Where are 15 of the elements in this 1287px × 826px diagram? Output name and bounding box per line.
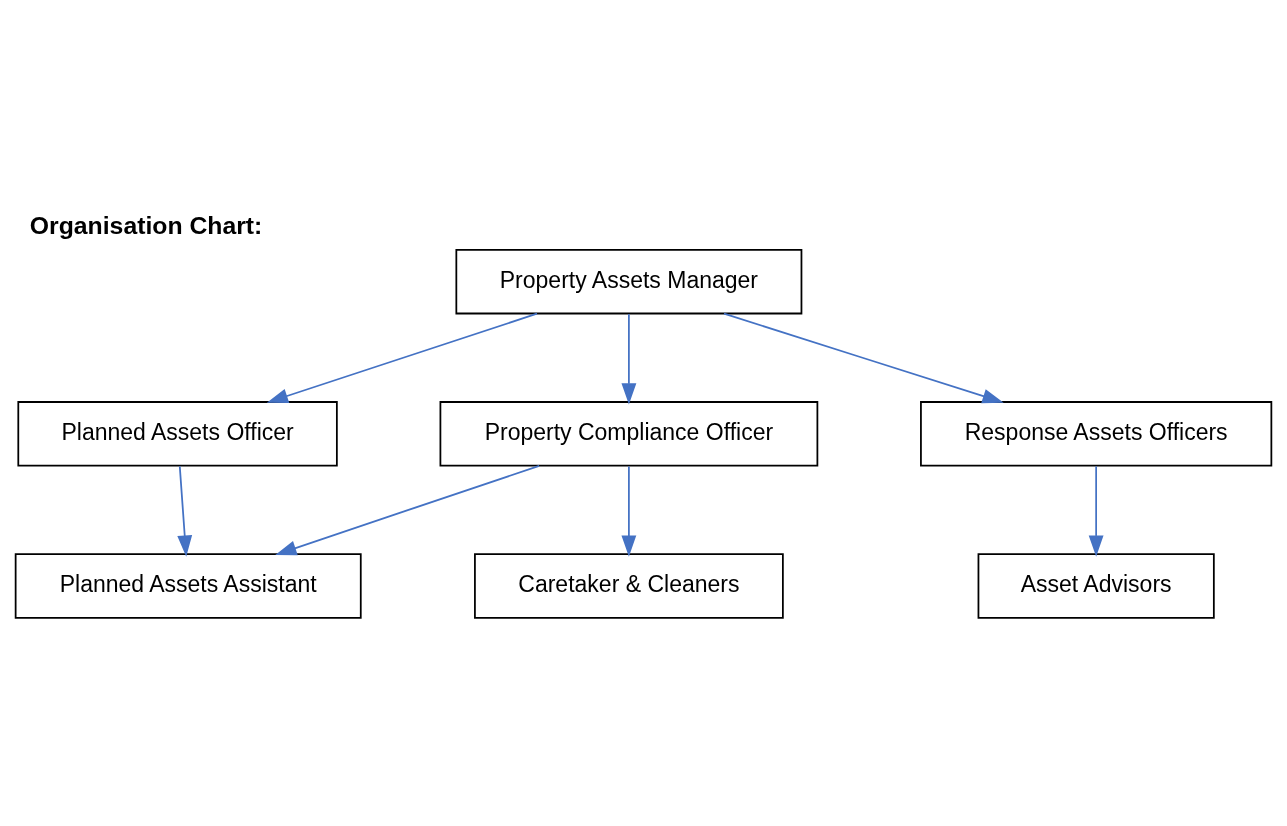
arrow bbox=[1088, 465, 1104, 557]
node-box: Response Assets Officers bbox=[920, 400, 1273, 467]
node-box: Planned Assets Officer bbox=[17, 400, 338, 467]
node-box: Property Assets Manager bbox=[455, 248, 803, 314]
arrow bbox=[275, 464, 541, 555]
diagram-title: Organisation Chart: bbox=[29, 211, 263, 239]
arrow bbox=[266, 312, 538, 403]
node-box: Planned Assets Assistant bbox=[14, 552, 362, 619]
node-box: Asset Advisors bbox=[977, 552, 1215, 619]
arrow bbox=[177, 465, 193, 557]
arrow bbox=[621, 312, 637, 404]
arrow bbox=[621, 465, 637, 557]
arrow bbox=[723, 312, 1004, 403]
node-box: Property Compliance Officer bbox=[439, 400, 819, 467]
node-box: Caretaker & Cleaners bbox=[474, 552, 784, 619]
